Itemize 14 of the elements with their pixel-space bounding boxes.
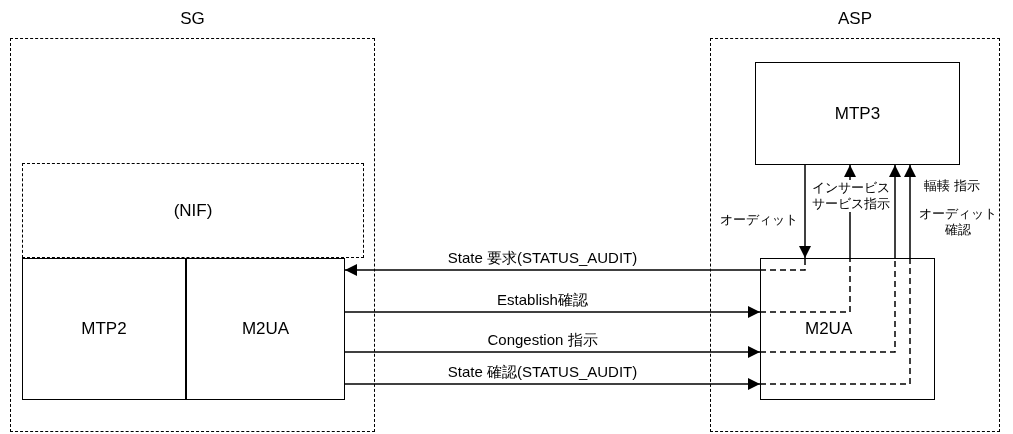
group-title: ASP bbox=[837, 8, 873, 30]
arrow bbox=[344, 264, 761, 276]
arrow bbox=[344, 346, 761, 358]
group-title: SG bbox=[179, 8, 206, 30]
arrow bbox=[904, 164, 916, 259]
layer-box: MTP2 bbox=[22, 258, 186, 400]
arrow bbox=[889, 164, 901, 259]
layer-box: MTP3 bbox=[755, 62, 960, 165]
edge-label: インサービスサービス指示 bbox=[810, 180, 892, 212]
arrow bbox=[344, 306, 761, 318]
layer-box: M2UA bbox=[760, 258, 935, 400]
arrow bbox=[344, 378, 761, 390]
arrow bbox=[799, 164, 811, 259]
layer-box: M2UA bbox=[186, 258, 345, 400]
